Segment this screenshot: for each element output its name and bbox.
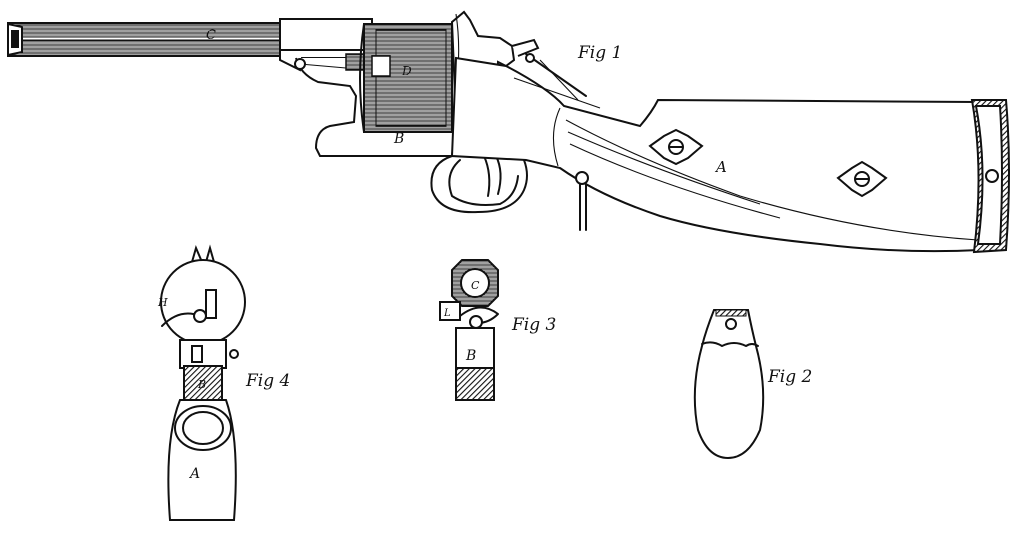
figure-3-front-view: C L B Fig 3 (439, 259, 556, 401)
trigger-guard (430, 155, 528, 214)
figure-4-title: Fig 4 (245, 371, 290, 391)
figure-1-title: Fig 1 (577, 43, 622, 63)
label-barrel: C (206, 28, 216, 43)
label-frame-front: B (465, 348, 476, 364)
stock (450, 53, 1010, 254)
label-muzzle: C (471, 279, 480, 292)
cylinder (359, 23, 453, 133)
barrel (7, 22, 285, 57)
label-spring: H (157, 296, 168, 309)
figure-4-rear-view: H B A Fig 4 (157, 244, 290, 521)
figure-3-title: Fig 3 (511, 315, 556, 335)
label-stock: A (714, 158, 727, 176)
figure-1-carbine: C D B A Fig 1 (7, 10, 1010, 254)
label-block: B (197, 378, 206, 391)
label-stock-rear: A (188, 466, 200, 482)
label-frame: B (393, 131, 404, 147)
label-cylinder: D (401, 64, 412, 78)
label-latch: L (443, 308, 451, 319)
figure-2-butt-detail: Fig 2 (693, 309, 812, 460)
figure-2-title: Fig 2 (767, 367, 812, 387)
